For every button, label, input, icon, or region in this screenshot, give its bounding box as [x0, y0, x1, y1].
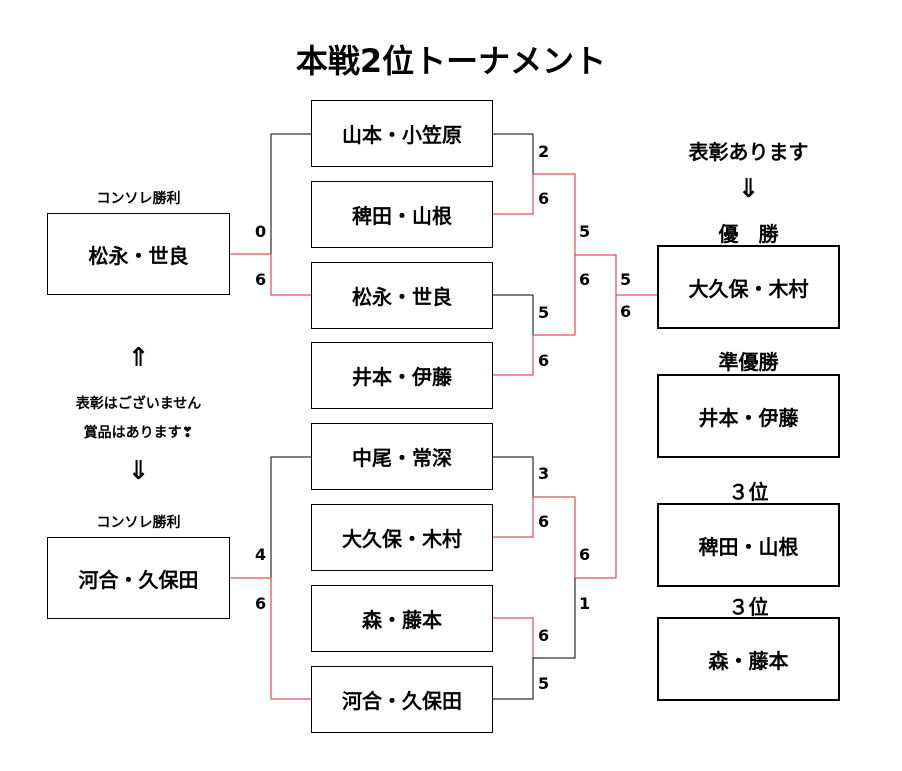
winner-box: 大久保・木村 — [657, 245, 840, 329]
score: 3 — [538, 464, 550, 483]
down-arrow-icon: ⇓ — [737, 174, 760, 204]
bracket-team-8: 河合・久保田 — [311, 666, 493, 733]
score: 6 — [538, 626, 550, 645]
score: 6 — [538, 189, 550, 208]
score: 2 — [538, 142, 550, 161]
bracket-team-4: 井本・伊藤 — [311, 342, 493, 409]
awards-header: 表彰あります — [688, 140, 809, 164]
up-arrow-icon: ⇑ — [127, 343, 150, 373]
page-title: 本戦2位トーナメント — [295, 42, 607, 80]
bracket-team-7: 森・藤本 — [311, 585, 493, 652]
bracket-team-2: 稗田・山根 — [311, 181, 493, 248]
team-name: 大久保・木村 — [342, 527, 462, 551]
score: 6 — [620, 302, 632, 321]
team-name: 中尾・常深 — [352, 446, 452, 470]
bracket-line-lose — [492, 294, 534, 335]
score: 0 — [255, 222, 267, 241]
consolation-label: コンソレ勝利 — [96, 515, 181, 531]
bracket-line-win — [492, 617, 534, 658]
third-place-box-1: 稗田・山根 — [657, 503, 840, 587]
bracket-line-win — [492, 255, 576, 376]
bracket-team-1: 山本・小笠原 — [311, 100, 493, 167]
score: 5 — [538, 303, 550, 322]
bracket-line-win — [575, 294, 658, 579]
bracket-line-win — [492, 496, 576, 578]
consolation-top-team: 松永・世良 — [47, 213, 230, 295]
consolation-label: コンソレ勝利 — [96, 191, 181, 207]
team-name: 稗田・山根 — [352, 204, 452, 228]
consolation-note-1: 表彰はございません — [75, 396, 202, 412]
consolation-top-lines — [230, 133, 311, 296]
score: 6 — [579, 270, 591, 289]
team-name: 井本・伊藤 — [352, 365, 452, 389]
score: 5 — [538, 674, 550, 693]
team-name: 河合・久保田 — [342, 689, 462, 713]
bracket-team-5: 中尾・常深 — [311, 423, 493, 490]
bracket-line-win — [492, 173, 576, 255]
bracket-line-lose — [230, 456, 311, 579]
score: 6 — [255, 270, 267, 289]
score: 6 — [538, 351, 550, 370]
team-name: 山本・小笠原 — [342, 123, 462, 147]
bracket-line-lose — [230, 133, 311, 255]
team-name: 松永・世良 — [352, 285, 452, 309]
bracket-line-win — [230, 577, 311, 700]
bracket-line-lose — [492, 578, 576, 700]
consolation-note-2: 賞品はあります❣ — [83, 425, 194, 441]
score: 6 — [579, 545, 591, 564]
third-place-box-2: 森・藤本 — [657, 617, 840, 701]
runner-up-label: 準優勝 — [718, 350, 779, 374]
winner-label: 優 勝 — [718, 222, 779, 246]
down-arrow-icon: ⇓ — [127, 456, 150, 486]
bracket-team-6: 大久保・木村 — [311, 504, 493, 571]
bracket-line-lose — [492, 456, 534, 497]
score: 4 — [255, 545, 267, 564]
consolation-bottom-team: 河合・久保田 — [47, 537, 230, 619]
team-name: 松永・世良 — [88, 243, 189, 268]
team-name: 森・藤本 — [362, 608, 442, 632]
bracket-line-win — [230, 253, 311, 296]
score: 6 — [538, 512, 550, 531]
team-name: 森・藤本 — [708, 648, 789, 673]
consolation-bottom-lines — [230, 456, 311, 700]
bracket-team-3: 松永・世良 — [311, 262, 493, 329]
third-place-label: ３位 — [728, 480, 769, 504]
bracket-line-win — [575, 254, 617, 295]
score: 6 — [255, 594, 267, 613]
runner-up-box: 井本・伊藤 — [657, 374, 840, 458]
score: 1 — [579, 594, 591, 613]
team-name: 河合・久保田 — [78, 567, 199, 592]
score: 5 — [579, 222, 591, 241]
bracket-line-lose — [492, 133, 534, 174]
score: 5 — [620, 270, 632, 289]
team-name: 稗田・山根 — [698, 534, 799, 559]
team-name: 井本・伊藤 — [698, 405, 799, 430]
team-name: 大久保・木村 — [688, 276, 809, 301]
third-place-label: ３位 — [728, 595, 769, 619]
